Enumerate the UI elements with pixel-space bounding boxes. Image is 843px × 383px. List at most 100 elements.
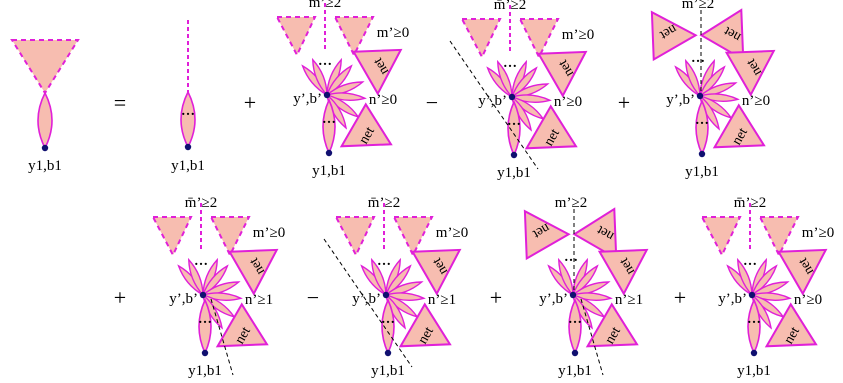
stem-dot [184,143,192,151]
top-right-dashed-triangle [758,216,800,258]
top-dots: … [194,254,208,269]
net-triangle-shape [699,8,745,62]
net-label: net [430,255,452,277]
operator-1: = [114,90,126,115]
cut-line [449,40,539,170]
petal-1 [497,59,513,99]
net-triangle-right-lower: net [339,102,393,148]
stem-lens [180,90,196,149]
top-right-dashed-triangle [518,18,560,60]
cut-line-bottom [210,298,234,376]
net-label: net [415,324,437,346]
petal-1 [685,58,701,98]
vertex-label: y’,b’ [293,91,322,107]
net-label: net [657,21,679,43]
net-triangle-shape [524,104,578,150]
petal-1 [188,257,204,297]
top-label: m̄’≥2 [309,0,341,11]
term-7-bottom-label: y1,b1 [558,363,592,379]
net-label: net [541,126,563,148]
top-right-dashed-triangle [333,16,375,58]
mid-label: m’≥0 [436,225,468,241]
net-triangle-right-lower: net [398,302,452,348]
vertex-dot [696,92,704,100]
lhs-dashed-triangle [10,39,80,95]
lhs-dot [41,144,49,152]
operator-7: + [490,285,502,310]
mid-label: m’≥0 [802,225,834,241]
cut-line [323,238,413,368]
net-label: net [247,255,269,277]
mid-label: m’≥0 [562,27,594,43]
bottom-dots: … [198,312,212,327]
right-label: n’≥0 [369,92,397,108]
vertex-label: y’,b’ [478,93,507,109]
net-label: net [744,56,766,78]
vertex-label: y’,b’ [718,291,747,307]
top-left-dashed-triangle [460,18,502,60]
net-triangle-shape [215,302,269,348]
net-label: net [556,57,578,79]
top-right-dashed-triangle [209,216,251,258]
net-triangle-shape [724,49,776,97]
net-label: net [530,220,552,242]
net-triangle-top-left: net [523,209,571,261]
net-triangle-top-right: net [699,8,745,62]
net-triangle-right-lower: net [524,104,578,150]
top-label: m̄’≥2 [185,195,217,211]
vertex-dot [569,291,577,299]
bottom-dots: … [322,112,336,127]
term-5-bottom-label: y1,b1 [188,363,222,379]
net-triangle-shape [712,103,766,149]
bottom-dots: … [507,114,521,129]
mid-label: m’≥0 [377,25,409,41]
term-2-bottom-label: y1,b1 [312,163,346,179]
top-dots: … [743,254,757,269]
net-label: net [356,124,378,146]
net-triangle-shape [339,102,393,148]
net-label: net [721,23,743,45]
vertex-label: y’,b’ [169,291,198,307]
net-triangle-right-lower: net [215,302,269,348]
term-4-bottom-label: y1,b1 [685,164,719,180]
vertex-label: y’,b’ [539,291,568,307]
right-label: n’≥1 [245,292,273,308]
net-triangle-shape [572,207,618,261]
lhs-label: y1,b1 [28,158,62,174]
bottom-dots: … [381,312,395,327]
lhs-lens [37,91,53,150]
net-triangle-shape [351,48,403,96]
term-8-bottom-label: y1,b1 [737,363,771,379]
net-label: net [729,125,751,147]
right-label: n’≥0 [742,93,770,109]
top-right-dashed-triangle [392,216,434,258]
vertex-label: y’,b’ [666,92,695,108]
vertex-dot [323,91,331,99]
net-triangle-right-upper: net [410,248,462,296]
bottom-dots: … [747,312,761,327]
top-label: m̄’≥2 [734,195,766,211]
net-triangle-right-upper: net [227,248,279,296]
net-triangle-shape [764,302,818,348]
petal-1 [371,257,387,297]
operator-3: − [426,90,438,115]
term-1-bottom-label: y1,b1 [171,158,205,174]
top-left-dashed-triangle [275,16,317,58]
top-left-dashed-triangle [700,216,742,258]
right-label: n’≥0 [554,94,582,110]
bottom-dot [510,151,518,159]
net-label: net [796,255,818,277]
bottom-dot [325,149,333,157]
net-triangle-shape [227,248,279,296]
bottom-dot [384,349,392,357]
net-triangle-shape [597,248,649,296]
net-triangle-right-upper: net [597,248,649,296]
vertex-dot [508,93,516,101]
right-label: n’≥0 [794,292,822,308]
net-triangle-shape [523,209,571,261]
